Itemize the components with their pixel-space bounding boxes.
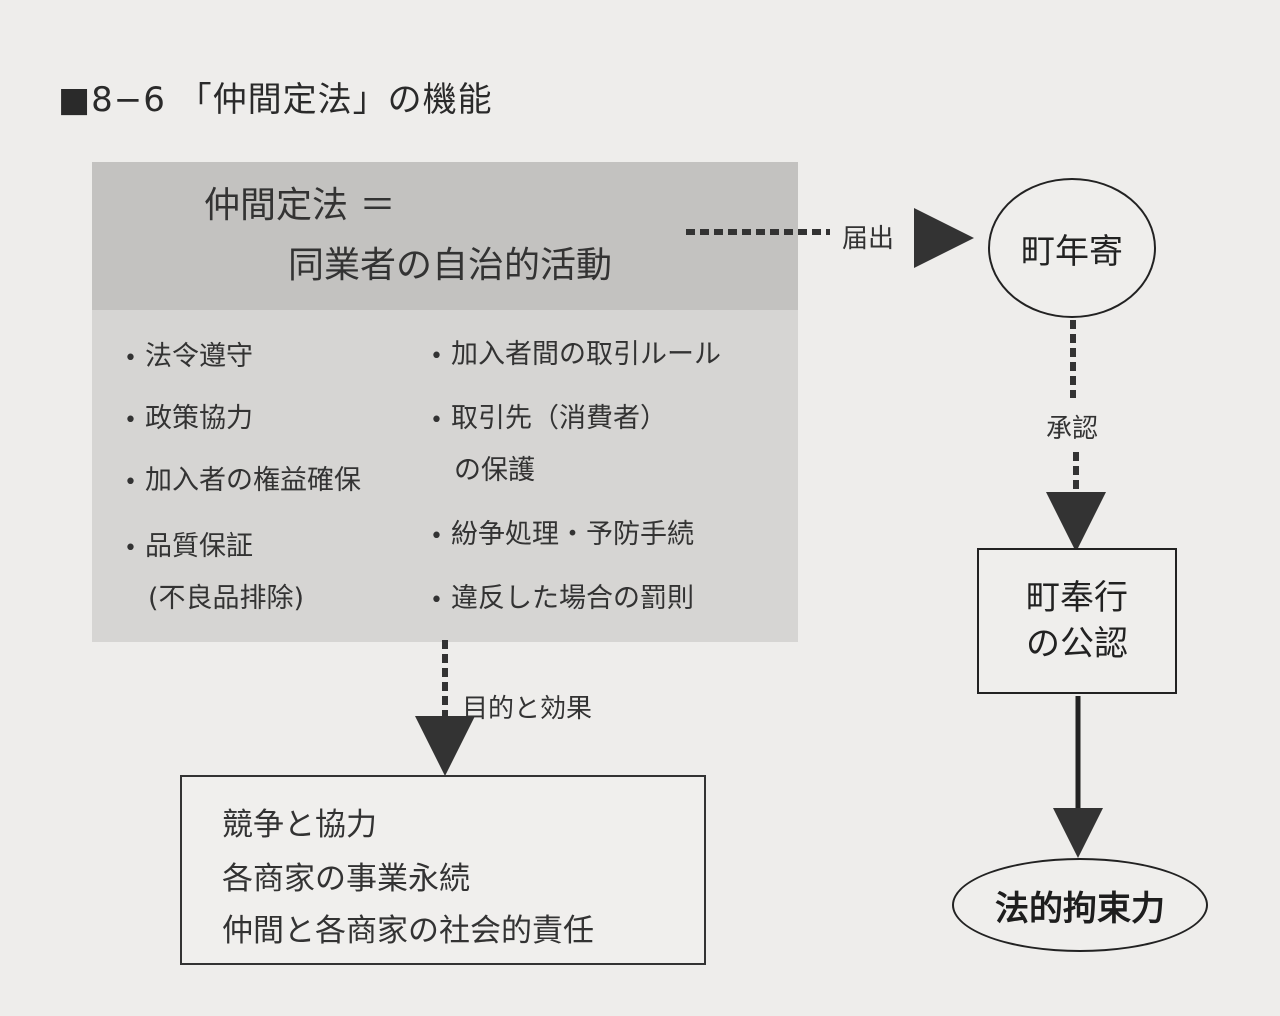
edge-label-purpose: 目的と効果 bbox=[462, 694, 593, 724]
node-machidoshiyori-label: 町年寄 bbox=[1021, 231, 1123, 272]
node-legal-binding-label: 法的拘束力 bbox=[995, 888, 1165, 929]
edge-label-todokede: 届出 bbox=[842, 224, 895, 254]
right-item-4: 違反した場合の罰則 bbox=[430, 576, 694, 615]
left-item-3: 加入者の権益確保 bbox=[124, 458, 361, 497]
header-line-2: 同業者の自治的活動 bbox=[288, 245, 613, 286]
result-line-2: 各商家の事業永続 bbox=[222, 861, 470, 897]
node-bugyo-line-2: の公認 bbox=[1026, 624, 1128, 664]
right-item-1: 加入者間の取引ルール bbox=[430, 332, 721, 371]
result-line-3: 仲間と各商家の社会的責任 bbox=[222, 913, 594, 949]
result-line-1: 競争と協力 bbox=[222, 807, 377, 843]
main-box: 仲間定法 ＝ 同業者の自治的活動 法令遵守 政策協力 加入者の権益確保 品質保証… bbox=[92, 162, 798, 642]
edge-label-shonin: 承認 bbox=[1046, 414, 1099, 444]
title-text: ■8−6 「仲間定法」の機能 bbox=[58, 80, 493, 120]
right-item-2-continuation: の保護 bbox=[454, 455, 535, 486]
left-item-1: 法令遵守 bbox=[124, 334, 253, 373]
node-legal-binding: 法的拘束力 bbox=[952, 858, 1208, 952]
result-box: 競争と協力 各商家の事業永続 仲間と各商家の社会的責任 bbox=[180, 775, 706, 965]
node-machidoshiyori: 町年寄 bbox=[988, 178, 1156, 318]
left-item-4-continuation: (不良品排除) bbox=[148, 583, 305, 614]
left-item-2: 政策協力 bbox=[124, 396, 253, 435]
right-item-2: 取引先（消費者） bbox=[430, 396, 667, 435]
node-bugyo-approval: 町奉行 の公認 bbox=[977, 548, 1177, 694]
left-item-4: 品質保証 bbox=[124, 524, 253, 563]
figure-title: ■8−6 「仲間定法」の機能 bbox=[58, 72, 493, 121]
right-item-3: 紛争処理・予防手続 bbox=[430, 512, 694, 551]
node-bugyo-line-1: 町奉行 bbox=[1026, 578, 1128, 618]
header-line-1: 仲間定法 ＝ bbox=[204, 185, 396, 226]
main-box-header: 仲間定法 ＝ 同業者の自治的活動 bbox=[92, 162, 798, 310]
